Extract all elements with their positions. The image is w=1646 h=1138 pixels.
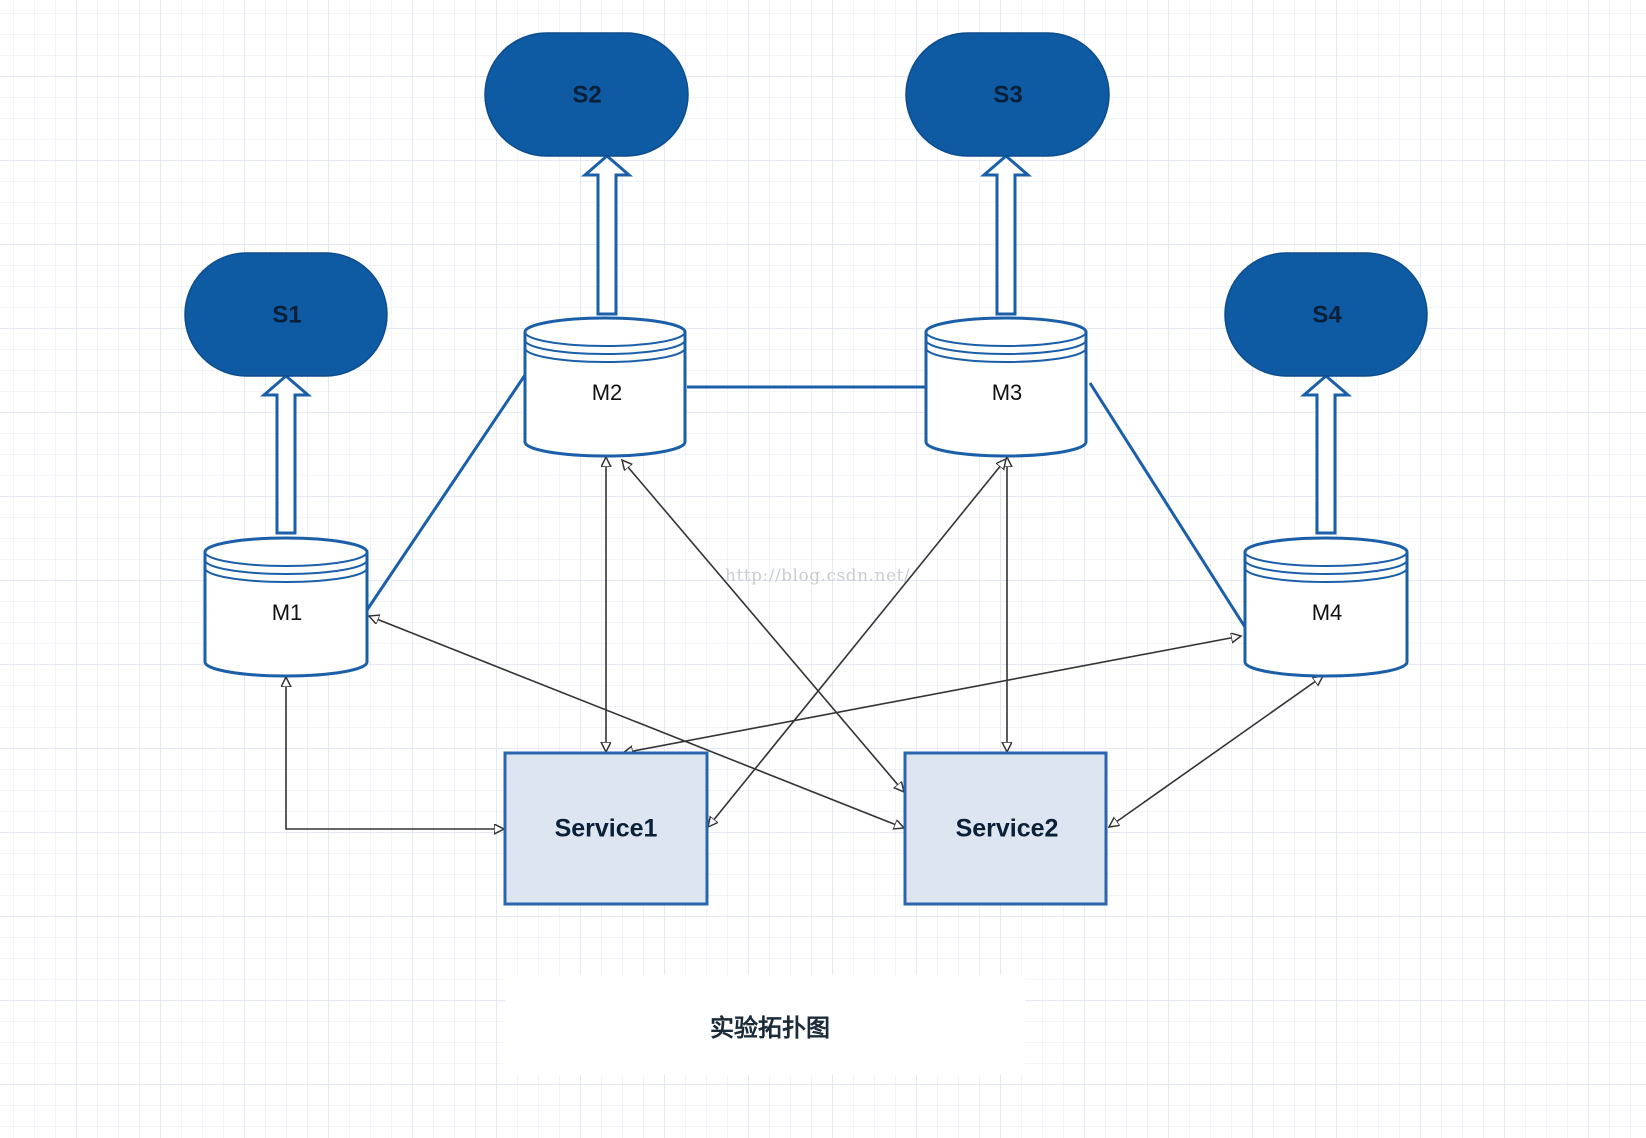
master-m4-label: M4	[1312, 600, 1343, 625]
master-m1-label: M1	[272, 600, 303, 625]
master-m1[interactable]: M1	[203, 536, 369, 678]
slave-s4-shape	[1224, 252, 1428, 377]
service1-box	[503, 751, 709, 906]
master-m2[interactable]: M2	[523, 316, 687, 458]
connector-m4-service2	[1109, 676, 1323, 827]
master-m3-label: M3	[992, 380, 1023, 405]
service1-label: Service1	[555, 815, 658, 843]
master-m3[interactable]: M3	[924, 316, 1088, 458]
slave-s2-shape	[484, 32, 689, 157]
service2-box	[903, 751, 1108, 906]
service-service2[interactable]: Service2	[903, 751, 1108, 906]
slave-s3[interactable]: S3	[905, 32, 1110, 157]
master-m2-label: M2	[592, 380, 623, 405]
replication-arrows	[259, 154, 1353, 535]
replication-arrow-m2-s2	[580, 154, 634, 316]
replication-arrow-m4-s4	[1299, 374, 1353, 535]
master-m2-bands	[524, 331, 686, 363]
link-m1-m2	[365, 374, 527, 611]
connector-m2-service2	[622, 460, 904, 792]
slave-s4[interactable]: S4	[1224, 252, 1428, 377]
caption-box: 实验拓扑图	[505, 975, 1025, 1075]
connector-m4-service1	[623, 636, 1241, 753]
master-m3-bands	[925, 331, 1087, 363]
master-m4-bands	[1244, 551, 1408, 583]
slave-s2-label: S2	[572, 81, 601, 108]
slave-s1-label: S1	[272, 301, 301, 328]
service2-label: Service2	[956, 815, 1059, 843]
slave-s3-label: S3	[993, 81, 1022, 108]
master-links	[365, 374, 1252, 636]
replication-arrow-m3-s3	[979, 154, 1033, 316]
replication-arrow-m1-s1	[259, 374, 313, 535]
master-m4[interactable]: M4	[1243, 536, 1409, 678]
master-m1-bands	[204, 551, 368, 583]
watermark-text: http://blog.csdn.net/	[725, 566, 911, 586]
slave-s2[interactable]: S2	[484, 32, 689, 157]
slave-s4-label: S4	[1312, 301, 1342, 328]
service-service1[interactable]: Service1	[503, 751, 709, 906]
slave-s3-shape	[905, 32, 1110, 157]
service-connectors	[286, 457, 1323, 829]
link-m3-m4	[1088, 382, 1252, 636]
slave-s1[interactable]: S1	[184, 252, 388, 377]
connector-m1-service1	[286, 677, 504, 829]
diagram-caption: 实验拓扑图	[710, 1013, 830, 1042]
slave-s1-shape	[184, 252, 388, 377]
